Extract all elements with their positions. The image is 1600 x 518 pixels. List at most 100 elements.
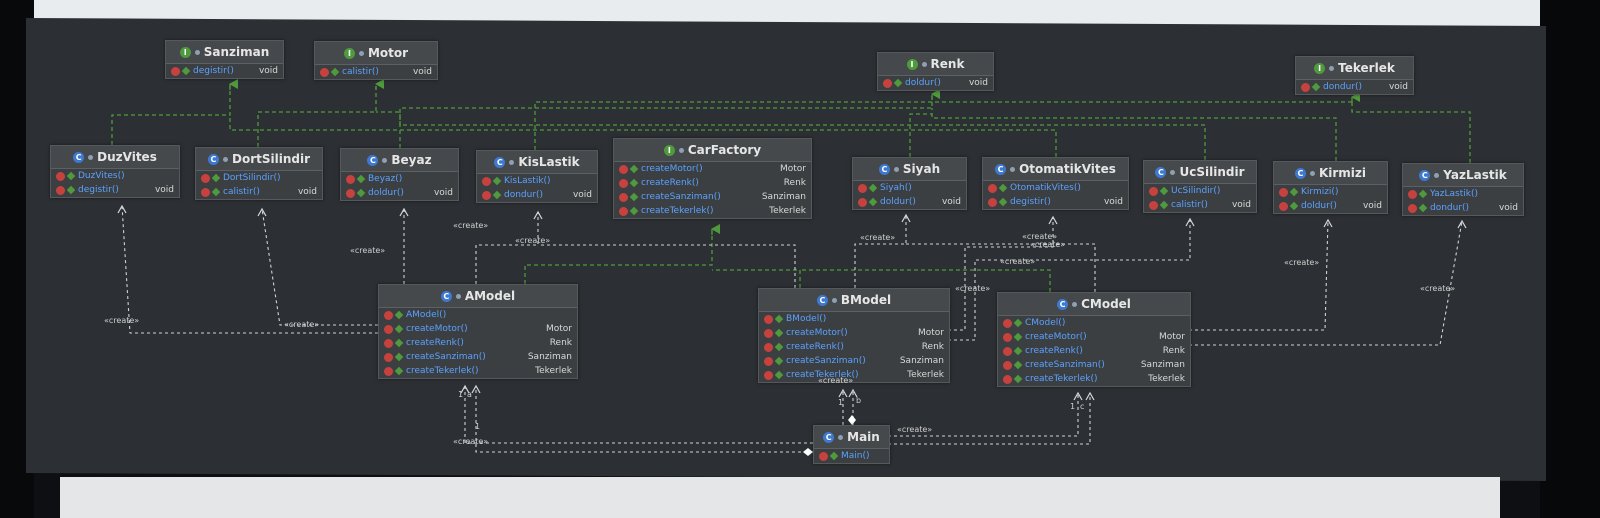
create-label: «create» bbox=[1420, 284, 1456, 293]
method-name: doldur() bbox=[1301, 201, 1337, 211]
public-icon bbox=[1013, 318, 1023, 328]
method-type: void bbox=[1103, 197, 1123, 207]
create-label: «create» bbox=[515, 236, 551, 245]
public-icon bbox=[211, 187, 221, 197]
create-label: «create» bbox=[860, 233, 896, 242]
public-icon bbox=[629, 164, 639, 174]
method-icon bbox=[56, 171, 65, 181]
method-icon bbox=[858, 183, 867, 193]
method-type: Renk bbox=[549, 338, 572, 348]
class-name: CarFactory bbox=[687, 143, 762, 157]
visibility-icon bbox=[382, 157, 388, 163]
method-name: calistir() bbox=[223, 187, 260, 197]
method-row: YazLastik() bbox=[1403, 187, 1523, 201]
method-name: degistir() bbox=[193, 66, 234, 76]
public-icon bbox=[629, 192, 639, 202]
public-icon bbox=[1289, 201, 1299, 211]
class-name: Main bbox=[847, 430, 880, 444]
multiplicity-label: 1 bbox=[838, 398, 844, 407]
method-icon bbox=[482, 176, 491, 186]
method-row: calistir()void bbox=[1144, 198, 1256, 212]
method-row: calistir()void bbox=[315, 65, 437, 79]
method-row: BModel() bbox=[759, 312, 949, 326]
method-type: Renk bbox=[783, 178, 806, 188]
public-icon bbox=[492, 176, 502, 186]
create-label: «create» bbox=[955, 284, 991, 293]
method-icon bbox=[1003, 332, 1012, 342]
public-icon bbox=[998, 197, 1008, 207]
public-icon bbox=[356, 174, 366, 184]
class-icon: C bbox=[73, 151, 85, 163]
class-name: Kirmizi bbox=[1318, 166, 1367, 180]
class-icon: C bbox=[823, 431, 835, 443]
method-name: createSanziman() bbox=[406, 352, 486, 362]
method-name: doldur() bbox=[905, 78, 941, 88]
visibility-icon bbox=[838, 434, 844, 440]
method-name: degistir() bbox=[78, 185, 119, 195]
method-icon bbox=[1003, 346, 1012, 356]
visibility-icon bbox=[831, 297, 837, 303]
visibility-icon bbox=[455, 293, 461, 299]
method-name: degistir() bbox=[1010, 197, 1051, 207]
method-type: Sanziman bbox=[899, 356, 944, 366]
method-row: AModel() bbox=[379, 308, 577, 322]
method-icon bbox=[1149, 200, 1158, 210]
method-type: Tekerlek bbox=[769, 206, 806, 216]
method-type: void bbox=[297, 187, 317, 197]
method-row: dondur()void bbox=[1296, 80, 1413, 94]
method-icon bbox=[764, 356, 773, 366]
public-icon bbox=[394, 366, 404, 376]
public-icon bbox=[1013, 346, 1023, 356]
method-row: dondur()void bbox=[477, 188, 597, 202]
public-icon bbox=[774, 342, 784, 352]
method-name: Siyah() bbox=[880, 183, 912, 193]
method-icon bbox=[1408, 203, 1417, 213]
class-name: YazLastik bbox=[1443, 168, 1507, 182]
method-row: createTekerlek()Tekerlek bbox=[998, 372, 1190, 386]
method-row: createRenk() Renk bbox=[759, 340, 949, 354]
method-icon bbox=[1003, 374, 1012, 384]
public-icon bbox=[66, 185, 76, 195]
method-type: Sanziman bbox=[761, 192, 806, 202]
visibility-icon bbox=[358, 50, 364, 56]
method-icon bbox=[201, 187, 210, 197]
method-name: createRenk() bbox=[641, 178, 699, 188]
method-type: Renk bbox=[1162, 346, 1185, 356]
create-label: «create» bbox=[1000, 257, 1036, 266]
class-name: BModel bbox=[840, 293, 892, 307]
method-name: createRenk() bbox=[406, 338, 464, 348]
method-row: createMotor()Motor bbox=[998, 330, 1190, 344]
method-name: createSanziman() bbox=[641, 192, 721, 202]
interface-icon: I bbox=[1314, 62, 1326, 74]
class-name: DortSilindir bbox=[231, 152, 310, 166]
method-name: createRenk() bbox=[786, 342, 844, 352]
interface-icon: I bbox=[906, 58, 918, 70]
method-icon bbox=[883, 78, 892, 88]
visibility-icon bbox=[1434, 172, 1440, 178]
method-icon bbox=[764, 328, 773, 338]
method-icon bbox=[384, 310, 393, 320]
method-type: void bbox=[154, 185, 174, 195]
method-type: Renk bbox=[921, 342, 944, 352]
